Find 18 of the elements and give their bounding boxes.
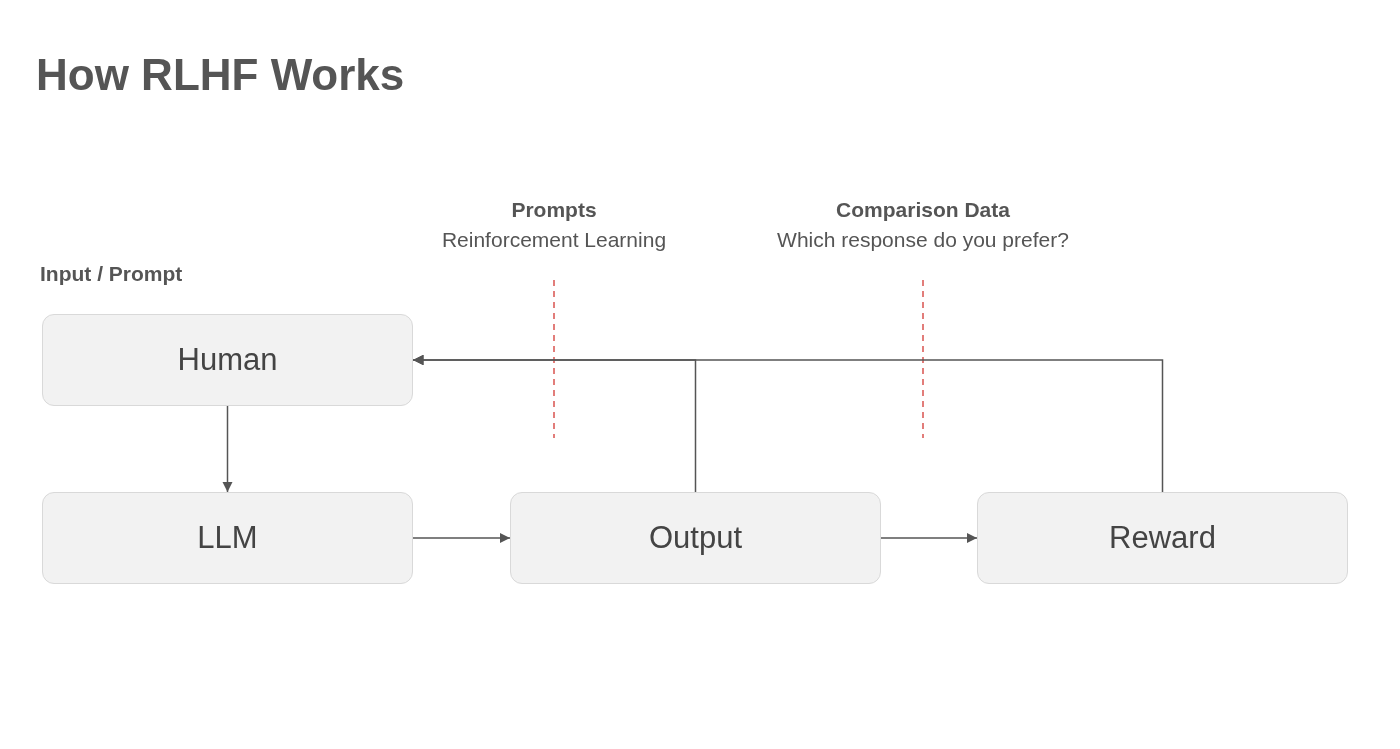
- arrow: [880, 532, 978, 544]
- node-label: Output: [648, 520, 743, 556]
- input-label: Input / Prompt: [40, 262, 183, 286]
- arrow: [222, 405, 233, 493]
- section-note: Reinforcement Learning: [441, 228, 667, 252]
- process-box: [42, 314, 413, 406]
- section-note: Which response do you prefer?: [777, 228, 1069, 252]
- arrow: [412, 354, 1164, 493]
- node-label: Human: [177, 342, 278, 378]
- node-label: LLM: [197, 520, 258, 556]
- section-heading: Prompts: [511, 198, 597, 222]
- arrow: [412, 532, 511, 544]
- process-box: [42, 492, 413, 584]
- title: How RLHF Works: [36, 50, 405, 100]
- node-label: Reward: [1109, 520, 1216, 556]
- process-box: [977, 492, 1348, 584]
- section-heading: Comparison Data: [836, 198, 1010, 222]
- process-box: [510, 492, 881, 584]
